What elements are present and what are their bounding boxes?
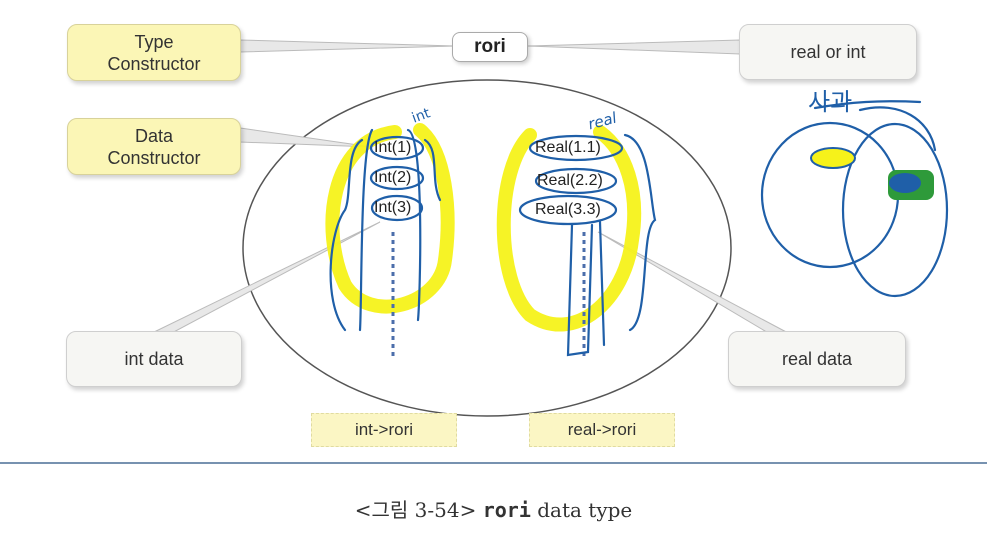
real-circle-2 — [534, 167, 618, 195]
int-constructor-2: Int(2) — [374, 169, 412, 186]
real-or-int-connector — [527, 39, 741, 55]
real-constructor-2: Real(2.2) — [537, 172, 603, 189]
handwritten-korean-note: 사과 — [808, 88, 853, 116]
real-to-rori-label: real->rori — [529, 413, 675, 447]
int-right-curl — [423, 138, 442, 202]
doodle-big-circle — [760, 121, 900, 269]
caption-prefix: <그림 3-54> — [354, 498, 483, 522]
type-constructor-connector — [239, 39, 456, 53]
caption-suffix: data type — [530, 498, 633, 522]
doodle-second-circle — [841, 122, 949, 298]
int-data-box: int data — [66, 331, 242, 387]
connectors-layer — [149, 39, 949, 417]
doodle-top-curve — [858, 106, 937, 152]
int-circle-2 — [369, 165, 425, 191]
doodle-blue-mark — [889, 173, 921, 193]
rori-type-box: rori — [452, 32, 528, 62]
int-inner-stroke-1 — [358, 128, 374, 332]
type-constructor-box: Type Constructor — [67, 24, 241, 81]
real-circle-3 — [518, 194, 618, 226]
real-highlight-loop — [496, 125, 642, 332]
real-stroke-1 — [566, 223, 594, 357]
real-stroke-2 — [598, 220, 606, 347]
int-to-rori-label: int->rori — [311, 413, 457, 447]
int-circle-1 — [369, 135, 425, 161]
diagram-stage: Type Constructor Data Constructor rori r… — [66, 24, 949, 447]
real-circle-1 — [528, 134, 624, 162]
real-constructor-3: Real(3.3) — [535, 201, 601, 218]
real-data-box: real data — [728, 331, 906, 387]
data-constructor-box: Data Constructor — [67, 118, 241, 175]
int-constructor-3: Int(3) — [374, 199, 412, 216]
int-circle-3 — [370, 194, 424, 222]
real-constructor-1: Real(1.1) — [535, 139, 601, 156]
real-right-brace — [623, 133, 657, 332]
value-set-ellipse — [242, 79, 732, 417]
doodle-underline — [813, 100, 922, 110]
doodle-yellow-mark — [810, 147, 856, 169]
caption-bold: rori — [482, 498, 531, 522]
data-constructor-connector — [239, 127, 373, 148]
caption-divider — [0, 462, 987, 464]
int-highlight-loop — [325, 123, 455, 314]
int-left-brace — [329, 138, 364, 332]
figure-caption: <그림 3-54> rori data type — [0, 494, 987, 523]
real-or-int-box: real or int — [739, 24, 917, 80]
int-constructor-1: Int(1) — [374, 139, 412, 156]
